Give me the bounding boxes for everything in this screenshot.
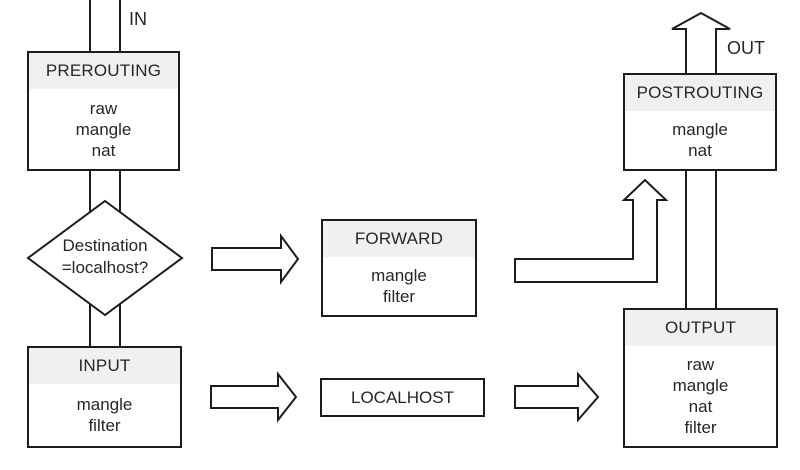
table-item: filter [684,418,717,437]
arrow-forward-to-postrouting [514,178,669,283]
output-title: OUTPUT [625,310,776,346]
table-item: filter [382,287,416,306]
input-tables: mangle filter [29,384,180,446]
prerouting-box: PREROUTING raw mangle nat [27,51,180,171]
table-item: filter [88,416,121,435]
in-label: IN [129,9,147,29]
table-item: mangle [371,266,427,285]
arrow-input-to-localhost [210,371,298,423]
table-item: raw [686,355,715,374]
localhost-title: LOCALHOST [351,387,454,407]
table-item: nat [688,397,713,416]
decision-label: Destination =localhost? [30,235,180,279]
postrouting-box: POSTROUTING mangle nat [623,73,777,171]
forward-title: FORWARD [323,221,475,257]
in-channel-lines [89,0,121,52]
arrow-out [671,11,731,74]
table-item: mangle [75,119,132,139]
decision-label-line1: Destination [62,236,148,255]
decision-label-line2: =localhost? [61,258,149,277]
input-box: INPUT mangle filter [27,346,182,448]
arrow-localhost-to-output [514,371,600,423]
table-item: raw [89,98,118,118]
output-tables: raw mangle nat filter [625,346,776,446]
table-item: nat [91,140,116,160]
localhost-box: LOCALHOST [320,378,485,417]
prerouting-title: PREROUTING [29,53,178,89]
table-item: mangle [672,376,729,395]
postrouting-tables: mangle nat [625,111,775,169]
table-item: nat [688,141,712,160]
out-label: OUT [727,38,765,58]
arrow-diamond-to-forward [211,232,300,286]
decision-diamond [26,199,184,317]
output-to-postrouting-lines [685,171,717,309]
table-item: mangle [76,395,133,414]
postrouting-title: POSTROUTING [625,75,775,111]
table-item: mangle [672,120,728,139]
prerouting-tables: raw mangle nat [29,89,178,169]
output-box: OUTPUT raw mangle nat filter [623,308,778,448]
forward-box: FORWARD mangle filter [321,219,477,317]
input-title: INPUT [29,348,180,384]
forward-tables: mangle filter [323,257,475,315]
